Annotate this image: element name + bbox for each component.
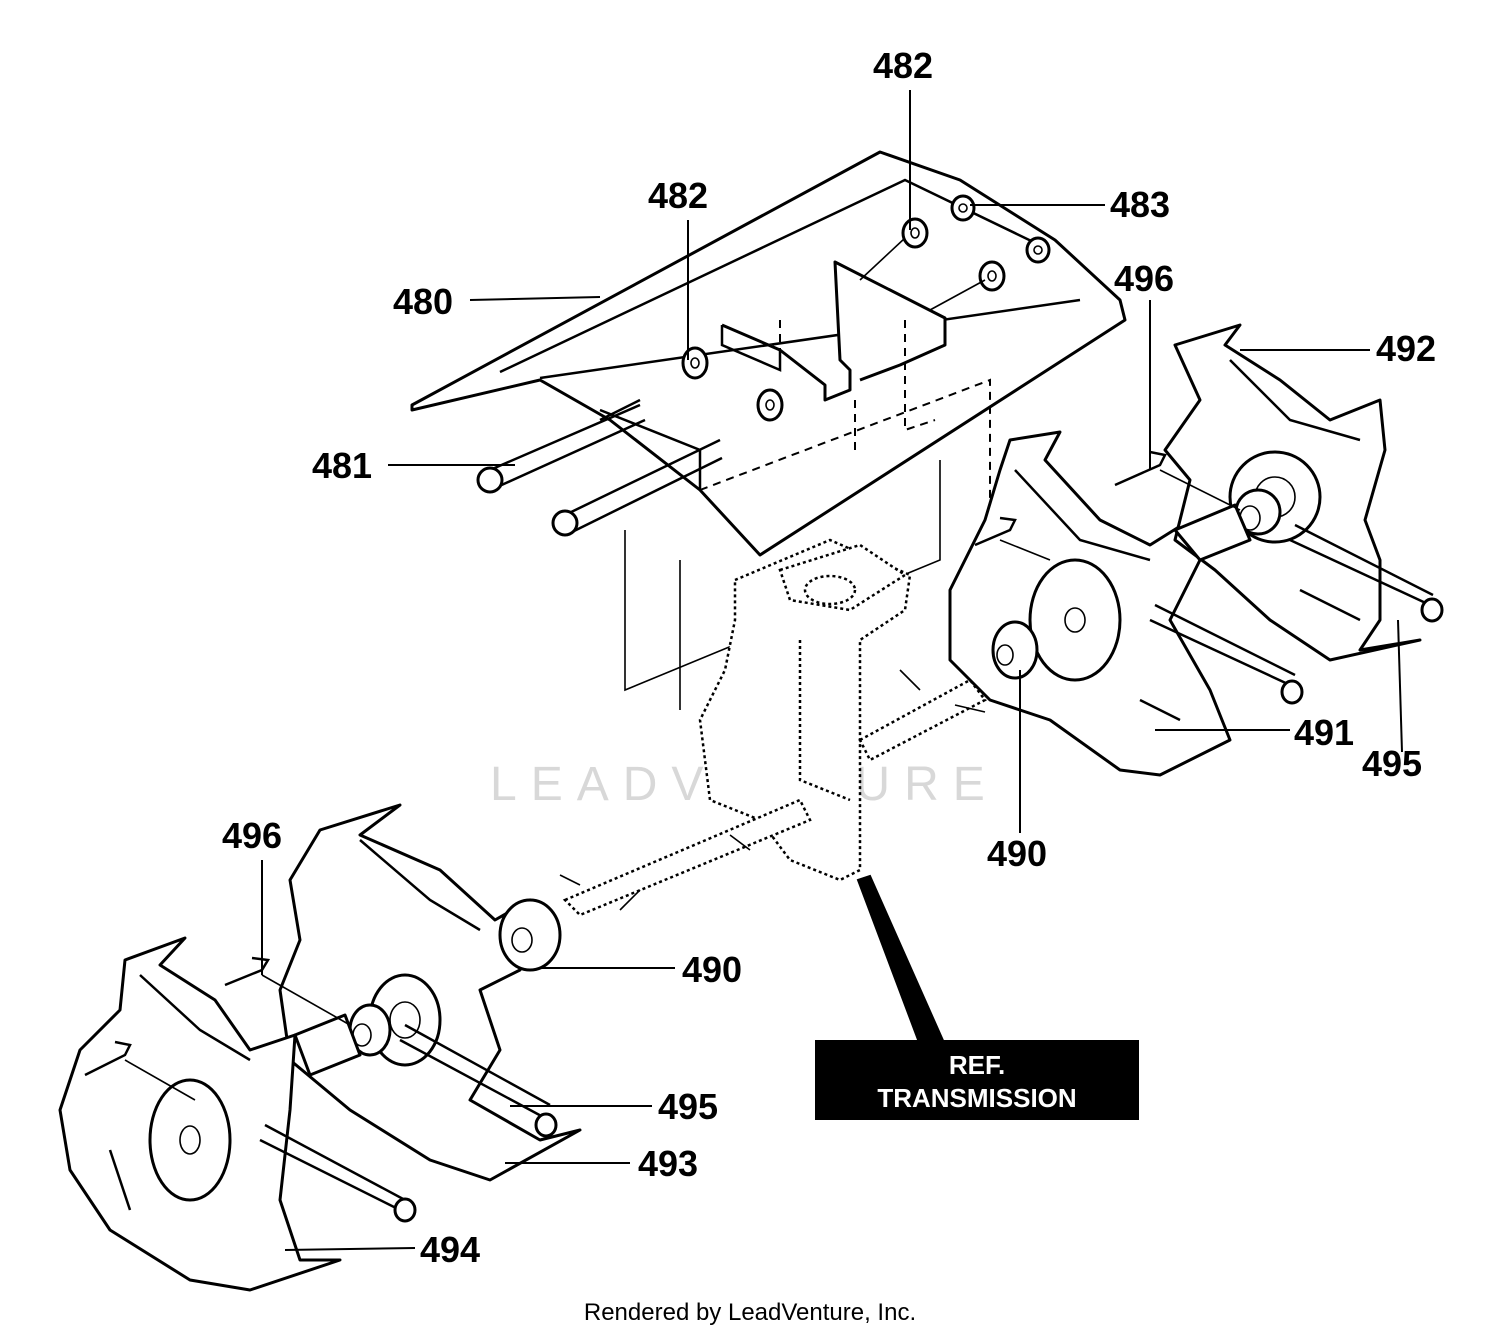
label-495-right: 495 — [1362, 743, 1422, 784]
tine-shield — [410, 150, 1127, 710]
shield-bolt — [551, 438, 723, 537]
hairpin-clip — [974, 516, 1017, 547]
label-495-left: 495 — [658, 1086, 718, 1127]
footer-credit: Rendered by LeadVenture, Inc. — [584, 1299, 916, 1326]
flange-washer — [991, 620, 1039, 680]
label-496-left: 496 — [222, 815, 282, 856]
left-outer-tine — [58, 936, 342, 1292]
lock-nut — [950, 194, 976, 222]
label-480: 480 — [393, 281, 453, 322]
lock-nut — [1025, 236, 1051, 264]
transmission-housing — [698, 538, 912, 882]
washer — [681, 346, 709, 380]
mounting-bracket — [720, 260, 947, 450]
hairpin-clip — [1114, 450, 1167, 487]
label-493: 493 — [638, 1143, 698, 1184]
hairpin-clip — [84, 1040, 132, 1077]
label-496-right: 496 — [1114, 258, 1174, 299]
label-494: 494 — [420, 1229, 480, 1270]
label-482-left: 482 — [648, 175, 708, 216]
leader-lines — [261, 90, 1403, 1251]
hairpin-clip — [224, 956, 271, 987]
tine-bolt — [399, 1023, 558, 1138]
label-490-right: 490 — [987, 833, 1047, 874]
label-483: 483 — [1110, 184, 1170, 225]
ref-box-line2: TRANSMISSION — [877, 1083, 1076, 1113]
label-491: 491 — [1294, 712, 1354, 753]
label-481: 481 — [312, 445, 372, 486]
ref-box-line1: REF. — [949, 1050, 1005, 1080]
washer — [978, 260, 1006, 292]
tine-shaft — [559, 669, 987, 917]
shield-bolt — [476, 398, 646, 494]
left-hub-collar — [293, 1003, 392, 1077]
washer — [756, 388, 784, 422]
right-hub-collar — [1173, 488, 1282, 562]
washer — [901, 217, 929, 249]
label-482-top: 482 — [873, 45, 933, 86]
flange-washer — [498, 898, 562, 972]
label-492: 492 — [1376, 328, 1436, 369]
ref-transmission-box: REF. TRANSMISSION — [815, 1040, 1139, 1120]
tine-bolt — [1289, 523, 1444, 623]
tine-bolt — [1149, 603, 1304, 705]
label-490-left: 490 — [682, 949, 742, 990]
tine-bolt — [259, 1123, 417, 1223]
